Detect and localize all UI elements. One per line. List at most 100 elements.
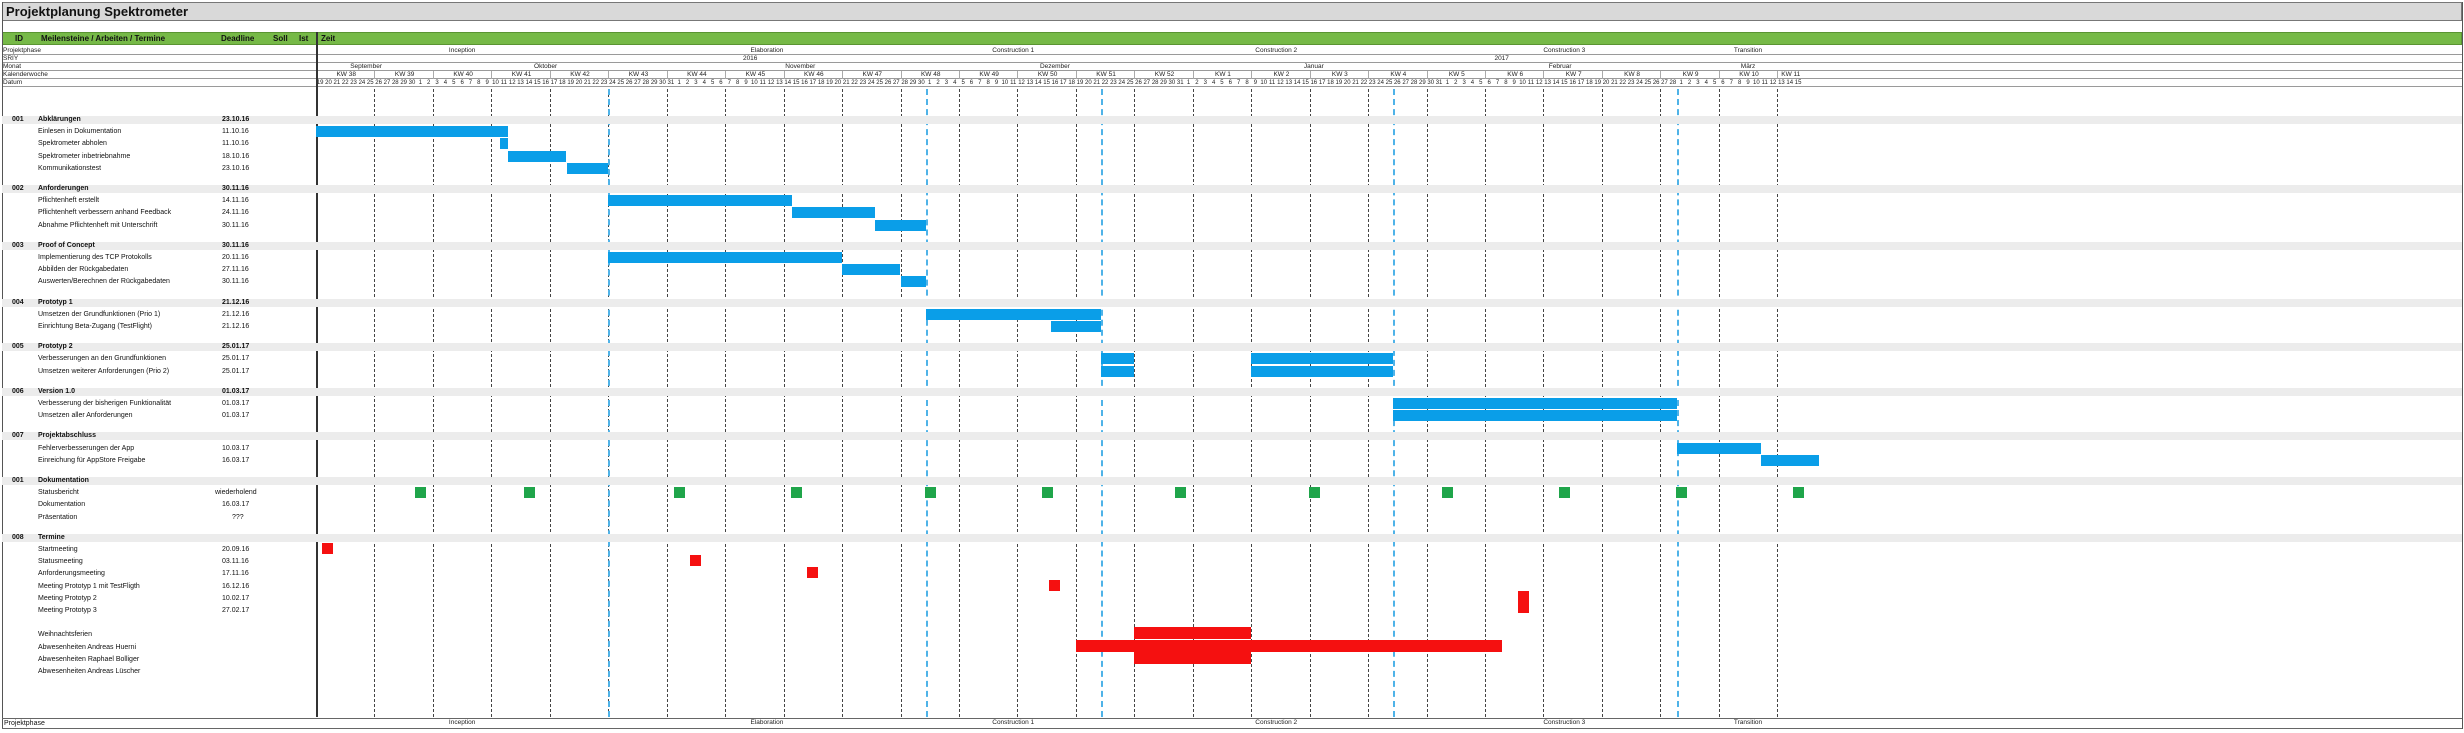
- task-name: Implementierung des TCP Protokolls: [38, 254, 152, 261]
- day-label: 14: [1034, 80, 1042, 86]
- phase-gridline: [1677, 89, 1680, 717]
- day-label: 25: [876, 80, 883, 86]
- phase-label: Construction 2: [1255, 47, 1298, 54]
- day-label: 6: [460, 80, 464, 86]
- week-gridline: [549, 89, 551, 717]
- week-gridline: [374, 89, 376, 717]
- status-milestone: [1676, 487, 1688, 499]
- day-label: 28: [642, 80, 650, 86]
- day-label: 6: [1721, 80, 1725, 86]
- day-label: 15: [1560, 80, 1568, 86]
- day-label: 29: [1419, 80, 1426, 86]
- day-label: 4: [1704, 80, 1708, 86]
- day-label: 1: [1445, 80, 1450, 86]
- day-label: 21: [1352, 80, 1359, 86]
- day-label: 22: [1619, 80, 1627, 86]
- day-label: 8: [1245, 80, 1249, 86]
- week-gridline: [725, 89, 727, 717]
- task-deadline: 24.11.16: [222, 209, 249, 217]
- header-row-datum: Datum: [2, 79, 2462, 87]
- group-id: 007: [12, 432, 24, 440]
- day-label: 28: [1410, 80, 1418, 86]
- week-gridline: [1718, 89, 1720, 717]
- week-label: KW 40: [432, 71, 492, 79]
- task-bar: [1100, 365, 1135, 377]
- absence-bar: [1075, 639, 1502, 652]
- day-label: 28: [1151, 80, 1159, 86]
- day-label: 1: [1679, 80, 1683, 86]
- status-milestone: [791, 487, 803, 499]
- group-id: 001: [12, 116, 24, 123]
- group-id: 008: [12, 533, 24, 541]
- day-label: 11: [759, 80, 766, 86]
- day-label: 2: [427, 80, 431, 86]
- group-id: 005: [12, 343, 24, 351]
- header-row-monat: Monat: [2, 63, 2462, 71]
- day-label: 6: [1487, 80, 1491, 86]
- task-bar: [1760, 454, 1819, 466]
- task-deadline: 27.11.16: [222, 266, 249, 274]
- task-bar: [1393, 410, 1678, 422]
- task-bar: [875, 219, 926, 231]
- day-label: 11: [1527, 80, 1535, 86]
- phase-label: Elaboration: [750, 47, 784, 54]
- week-label: KW 48: [900, 71, 960, 79]
- day-label: 21: [1093, 80, 1101, 86]
- task-deadline: 21.12.16: [222, 310, 250, 318]
- day-label: 10: [1519, 80, 1526, 86]
- task-name: Abwesenheiten Raphael Bolliger: [38, 655, 140, 663]
- task-deadline: 17.11.16: [222, 570, 249, 578]
- week-gridline: [1309, 89, 1311, 717]
- day-label: 9: [994, 80, 999, 86]
- week-label: KW 38: [316, 71, 375, 79]
- day-label: 30: [918, 80, 925, 86]
- day-label: 3: [944, 80, 949, 86]
- day-label: 22: [1101, 80, 1109, 86]
- day-label: 7: [727, 80, 731, 86]
- day-label: 6: [1228, 80, 1232, 86]
- status-milestone: [924, 487, 936, 499]
- day-label: 22: [851, 80, 858, 86]
- group-band: [2, 477, 2462, 485]
- task-deadline: 27.02.17: [222, 607, 250, 614]
- week-label: KW 2: [1251, 71, 1310, 79]
- group-deadline: 25.01.17: [222, 343, 250, 351]
- status-milestone: [415, 487, 427, 499]
- task-bar: [1677, 442, 1761, 454]
- status-milestone: [1442, 487, 1454, 499]
- month-label: Dezember: [1039, 63, 1070, 70]
- day-label: 5: [1220, 80, 1224, 86]
- day-label: 15: [533, 80, 541, 86]
- day-label: 7: [978, 80, 982, 86]
- day-label: 20: [1602, 80, 1610, 86]
- phase-label: Construction 1: [992, 47, 1035, 54]
- day-label: 19: [316, 80, 324, 86]
- group-band: [2, 116, 2462, 124]
- day-label: 4: [1211, 80, 1216, 86]
- day-label: 9: [1253, 80, 1258, 86]
- footer-label: Projektphase: [4, 720, 45, 727]
- day-label: 26: [884, 80, 892, 86]
- day-label: 23: [350, 80, 357, 86]
- day-label: 1: [928, 80, 932, 86]
- day-label: 1: [1186, 80, 1191, 86]
- task-bar: [1251, 353, 1394, 365]
- appointment-marker: [689, 555, 701, 567]
- phase-gridline: [1100, 89, 1103, 717]
- day-label: 9: [1746, 80, 1750, 86]
- day-label: 25: [1644, 80, 1652, 86]
- task-bar: [316, 126, 509, 138]
- day-label: 22: [1360, 80, 1368, 86]
- task-name: Präsentation: [38, 513, 78, 521]
- day-label: 14: [525, 80, 533, 86]
- day-label: 18: [1586, 80, 1593, 86]
- day-label: 17: [809, 80, 817, 86]
- week-label: KW 4: [1368, 71, 1427, 79]
- week-label: KW 3: [1309, 71, 1369, 79]
- week-gridline: [1251, 89, 1253, 717]
- phase-label: Transition: [1733, 47, 1763, 54]
- task-deadline: 20.11.16: [222, 254, 249, 261]
- day-label: 19: [567, 80, 575, 86]
- day-label: 3: [1462, 80, 1466, 86]
- year-label: 2016: [742, 55, 758, 62]
